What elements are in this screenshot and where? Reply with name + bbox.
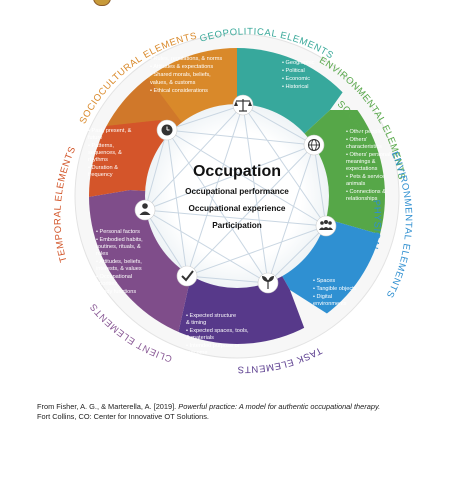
list-item: • Expected spaces, tools, <box>186 328 249 334</box>
list-item: • Digital <box>313 294 332 300</box>
list-item: animals <box>346 181 365 187</box>
list-item: • Pets & service <box>346 174 385 180</box>
connection-web <box>144 104 327 284</box>
caption-suffix: Fort Collins, CO: Center for Innovative … <box>37 412 209 421</box>
people-icon <box>315 215 337 237</box>
center-line-experience: Occupational experience <box>189 204 286 213</box>
list-item: & timing <box>186 320 206 326</box>
list-item: rhythms <box>88 157 108 163</box>
center-line-participation: Participation <box>212 221 262 230</box>
globe-icon <box>303 134 325 156</box>
checkmark-icon <box>176 265 198 287</box>
list-item: • Other people <box>346 129 382 135</box>
center-line-performance: Occupational performance <box>185 187 289 196</box>
list-item: roles <box>96 251 108 257</box>
list-item: meanings & <box>346 159 376 165</box>
list-item: priorities <box>96 281 117 287</box>
list-item: • Others' personal <box>346 152 390 158</box>
caption-title: Powerful practice: A model for authentic… <box>178 402 381 411</box>
list-item: routines, rituals, & <box>96 244 141 250</box>
geopolitical-list: • Geographic • Political • Economic • Hi… <box>282 60 315 90</box>
list-item: • Ethical considerations <box>150 88 208 94</box>
list-item: • Attitudes & expectations <box>150 64 213 70</box>
list-item: • Expected structure <box>186 313 236 319</box>
list-item: • Connections & <box>346 189 386 195</box>
list-item: • Personal factors <box>96 229 140 235</box>
list-item: future <box>88 135 102 141</box>
list-item: • Duration & <box>88 165 118 171</box>
list-item: • Historical <box>282 84 309 90</box>
scales-icon <box>232 94 254 116</box>
list-item: frequency <box>88 172 113 178</box>
center-circle <box>145 104 329 288</box>
occupation-diagram: Occupation Occupational performance Occu… <box>52 26 413 374</box>
list-item: • Embodied habits, <box>96 237 143 243</box>
task-list: • Expected structure & timing • Expected… <box>186 313 249 356</box>
list-item: • Intended purpose or <box>186 343 240 349</box>
list-item: & materials <box>186 335 214 341</box>
list-item: • Past, present, & <box>88 128 132 134</box>
list-item: • Occupational <box>96 274 132 280</box>
social-list: • Other people • Others' characteristics… <box>346 129 390 202</box>
list-item: interests, & values <box>96 266 142 272</box>
list-item: • Shared morals, beliefs, <box>150 72 211 78</box>
list-item: • Economic <box>282 76 310 82</box>
list-item: • Geographic <box>282 60 315 66</box>
list-item: • Tangible objects <box>313 286 357 292</box>
temporal-list: • Past, present, & future • Patterns, se… <box>88 128 132 178</box>
list-item: expectations <box>346 166 378 172</box>
list-item: characteristics <box>346 144 382 150</box>
list-item: sequences, & <box>88 150 122 156</box>
client-list: • Personal factors • Embodied habits, ro… <box>96 229 143 295</box>
plant-icon <box>257 272 279 294</box>
list-item: • Body functions <box>96 289 136 295</box>
person-icon <box>134 199 156 221</box>
list-item: outcome <box>186 350 207 356</box>
list-item: • Others' <box>346 137 367 143</box>
caption-prefix: From Fisher, A. G., & Marterella, A. [20… <box>37 402 179 411</box>
figure-caption: From Fisher, A. G., & Marterella, A. [20… <box>37 402 457 422</box>
list-item: • Attitudes, beliefs, <box>96 259 142 265</box>
list-item: • Patterns, <box>88 143 114 149</box>
list-item: • Spaces <box>313 278 335 284</box>
clock-icon <box>156 119 178 141</box>
list-item: • Political <box>282 68 305 74</box>
physical-list: • Spaces • Tangible objects • Digital en… <box>313 278 357 307</box>
list-item: values, & customs <box>150 80 196 86</box>
sociocultural-list: • Rules, regulations, & norms • Attitude… <box>150 56 222 94</box>
list-item: • Rules, regulations, & norms <box>150 56 222 62</box>
list-item: relationships <box>346 196 378 202</box>
center-title: Occupation <box>193 163 281 180</box>
ring-label-temporal: TEMPORAL ELEMENTS <box>52 145 78 264</box>
list-item: environments <box>313 301 347 307</box>
icon-nodes <box>134 94 337 294</box>
